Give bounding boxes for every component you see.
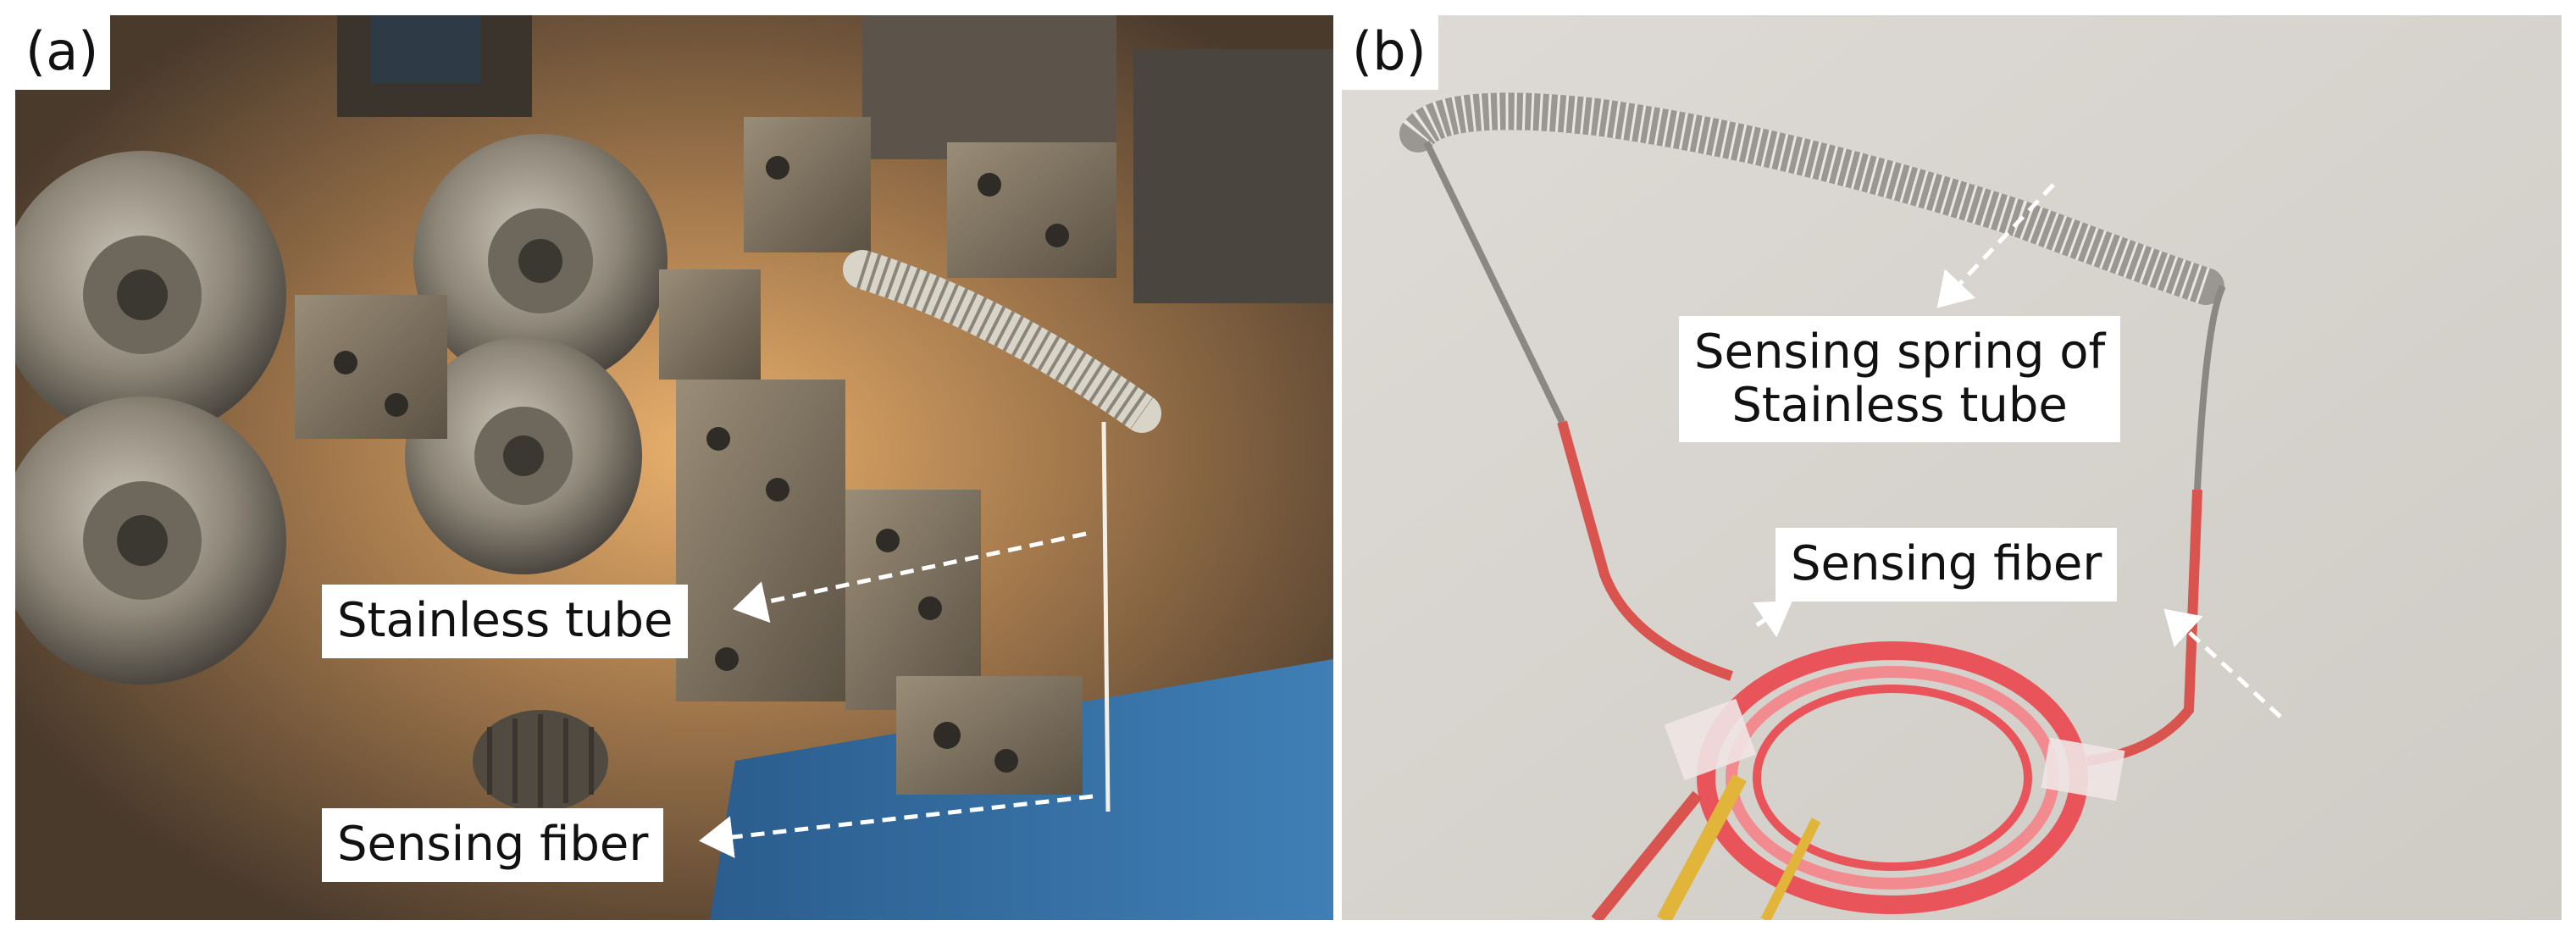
panel-tag-b: (b) <box>1342 15 1438 90</box>
label-sensing-fiber-b: Sensing fiber <box>1776 528 2118 602</box>
label-sensing-spring-line2: Stainless tube <box>1731 377 2068 433</box>
label-sensing-spring-line1: Sensing spring of <box>1694 324 2106 380</box>
winding-machine-photo <box>15 15 1333 920</box>
panel-tag-a: (a) <box>15 15 111 90</box>
photo-panel-b: (b) Sensing spring of Stainless tube Sen… <box>1342 15 2562 920</box>
label-sensing-fiber-a: Sensing fiber <box>322 808 664 882</box>
photo-panel-a: (a) Stainless tube Sensing fiber <box>15 15 1333 920</box>
label-stainless-tube-a: Stainless tube <box>322 585 689 658</box>
sensing-spring-photo <box>1342 15 2562 920</box>
label-sensing-spring-b: Sensing spring of Stainless tube <box>1679 316 2121 443</box>
